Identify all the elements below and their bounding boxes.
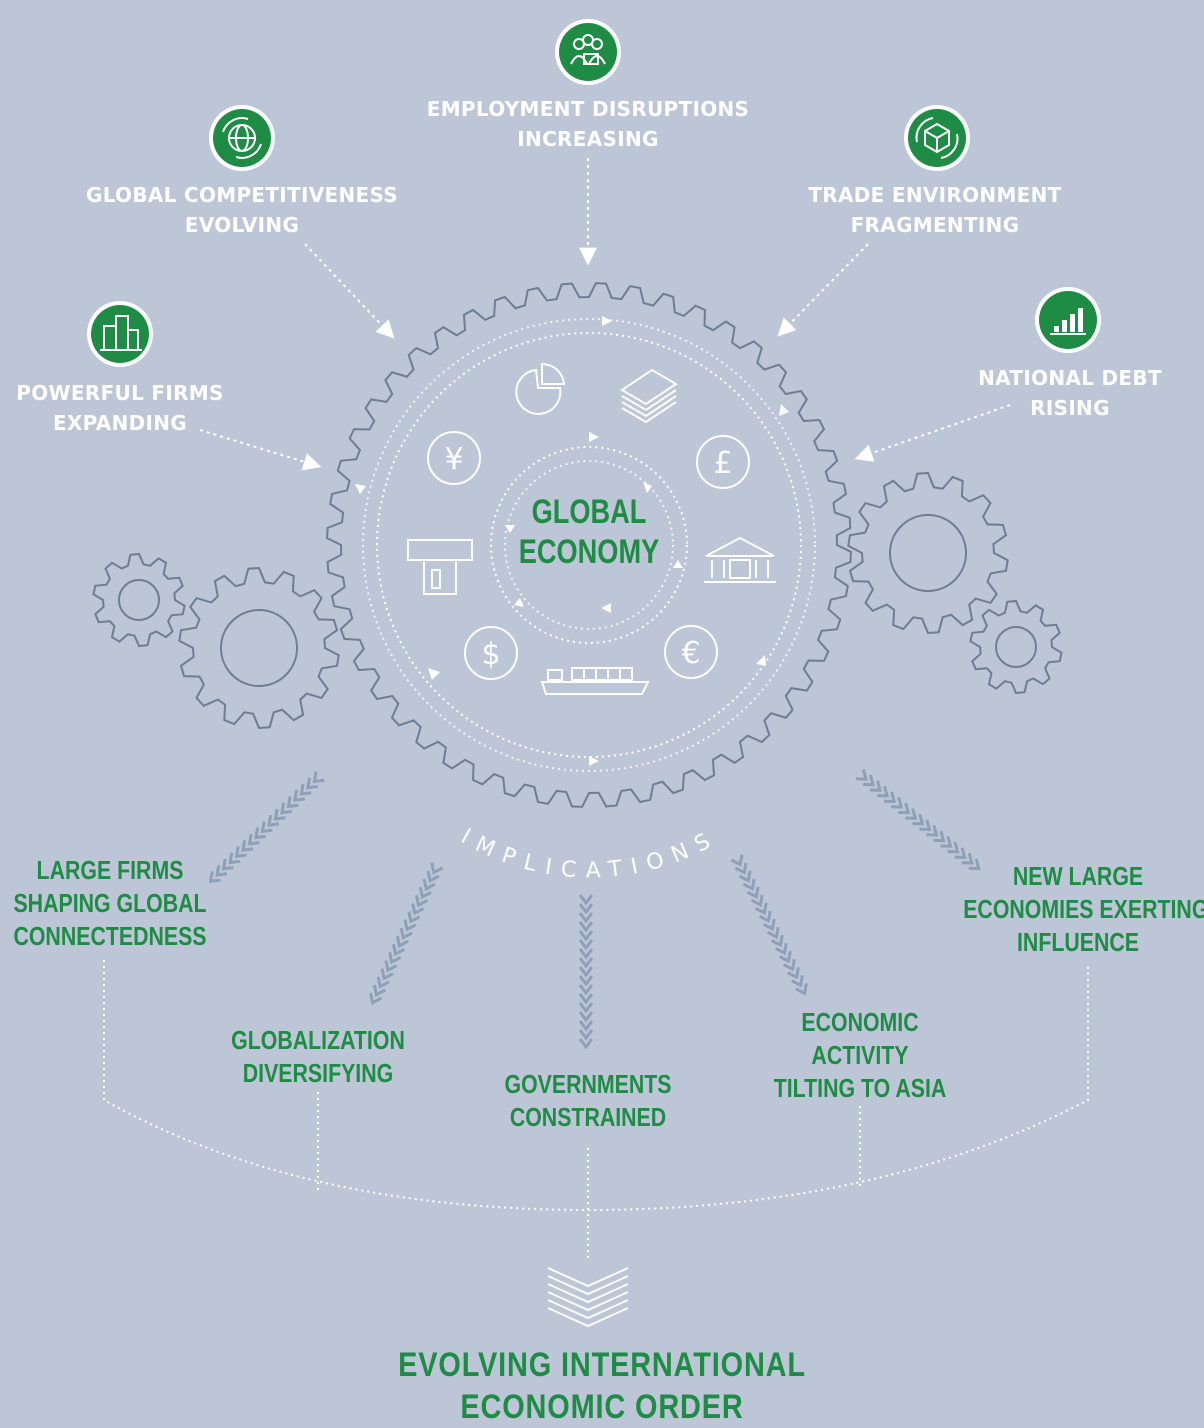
euro-icon: € [664,625,718,679]
conclusion-title-line1: EVOLVING INTERNATIONAL [398,1346,806,1384]
driver-arrows [199,158,1011,471]
bank-icon [704,536,776,583]
implication-large-firms-line3: CONNECTEDNESS [13,921,207,951]
main-gear-outline [326,282,852,808]
implication-large-firms-line1: LARGE FIRMS [36,855,184,885]
arrow-trade [777,243,869,337]
center-title-line2: ECONOMY [518,533,660,571]
driver-trade-line1: TRADE ENVIRONMENT [808,183,1062,207]
implication-asia: ECONOMIC ACTIVITY TILTING TO ASIA [753,1006,966,1105]
chevron-arrow-new-economies [855,769,981,871]
center-title-line1: GLOBAL [531,493,647,531]
bracket-lines [103,960,1089,1262]
implication-globalization: GLOBALIZATION DIVERSIFYING [220,1024,417,1090]
implication-large-firms-line2: SHAPING GLOBAL [13,888,207,918]
outer-dotted-ring [376,332,802,758]
svg-text:€: € [681,636,700,671]
implication-new-economies-line2: ECONOMIES EXERTING [963,894,1204,924]
implication-asia-line3: TILTING TO ASIA [773,1073,947,1103]
driver-employment: EMPLOYMENT DISRUPTIONS INCREASING [398,94,778,154]
driver-competitiveness-line2: EVOLVING [184,213,300,237]
driver-debt: NATIONAL DEBT RISING [950,363,1190,423]
driver-competitiveness-line1: GLOBAL COMPETITIVENESS [85,183,398,207]
pie-chart-icon [515,362,566,415]
implications-label: IMPLICATIONS [457,824,724,883]
svg-text:£: £ [713,446,732,481]
implication-globalization-line1: GLOBALIZATION [231,1025,405,1055]
driver-debt-line1: NATIONAL DEBT [978,366,1162,390]
driver-firms-line2: EXPANDING [52,411,188,435]
chevron-arrow-governments [578,894,594,1050]
svg-text:$: $ [481,637,500,672]
driver-debt-line2: RISING [1030,396,1110,420]
driver-employment-line2: INCREASING [517,127,659,151]
conclusion-title: EVOLVING INTERNATIONAL ECONOMIC ORDER [347,1344,857,1428]
chevron-arrow-globalization [369,862,444,1006]
implication-globalization-line2: DIVERSIFYING [242,1058,394,1088]
ring-arrowheads [355,316,789,766]
chevron-arrow-asia [730,854,808,996]
package-icon [904,105,970,171]
conclusion-title-line2: ECONOMIC ORDER [460,1388,744,1426]
implication-asia-line2: ACTIVITY [811,1040,909,1070]
implication-large-firms: LARGE FIRMS SHAPING GLOBAL CONNECTEDNESS [12,854,209,953]
arrow-debt [854,404,1011,462]
inner-dotted-ring-2 [504,460,674,630]
gear-large-left [178,566,340,730]
chevron-arrow-large-firms [208,771,325,884]
implication-new-economies-line1: NEW LARGE [1012,861,1144,891]
implication-governments-line1: GOVERNMENTS [504,1069,672,1099]
implication-new-economies-line3: INFLUENCE [1016,927,1140,957]
driver-firms-line1: POWERFUL FIRMS [16,381,224,405]
globe-icon [209,105,275,171]
implication-governments-line2: CONSTRAINED [509,1102,667,1132]
gear-large-right [847,471,1009,635]
money-stack-icon [620,368,678,424]
dollar-icon: $ [464,626,518,680]
ship-icon [540,667,650,695]
driver-employment-line1: EMPLOYMENT DISRUPTIONS [426,97,750,121]
driver-trade: TRADE ENVIRONMENT FRAGMENTING [780,180,1090,240]
inner-dotted-ring [490,446,688,644]
main-gear [326,282,852,808]
atm-icon [407,539,473,595]
bar-chart-icon [1035,287,1101,353]
driver-trade-line2: FRAGMENTING [850,213,1020,237]
buildings-icon [87,301,153,367]
driver-firms: POWERFUL FIRMS EXPANDING [0,378,240,438]
layers-chevron-icon [547,1267,629,1328]
gear-small-right [969,599,1063,695]
implication-governments: GOVERNMENTS CONSTRAINED [490,1068,687,1134]
arrow-competitiveness [304,243,395,339]
center-title: GLOBAL ECONOMY [509,492,669,572]
people-icon [555,19,621,85]
implication-asia-line1: ECONOMIC [801,1007,919,1037]
inner-icons [407,362,776,695]
yen-icon: ¥ [427,431,481,485]
gear-small-left [92,552,186,648]
implication-new-economies: NEW LARGE ECONOMIES EXERTING INFLUENCE [963,860,1204,959]
driver-competitiveness: GLOBAL COMPETITIVENESS EVOLVING [62,180,422,240]
pound-icon: £ [696,435,750,489]
outer-dotted-ring-2 [362,318,816,772]
svg-text:¥: ¥ [444,442,463,477]
